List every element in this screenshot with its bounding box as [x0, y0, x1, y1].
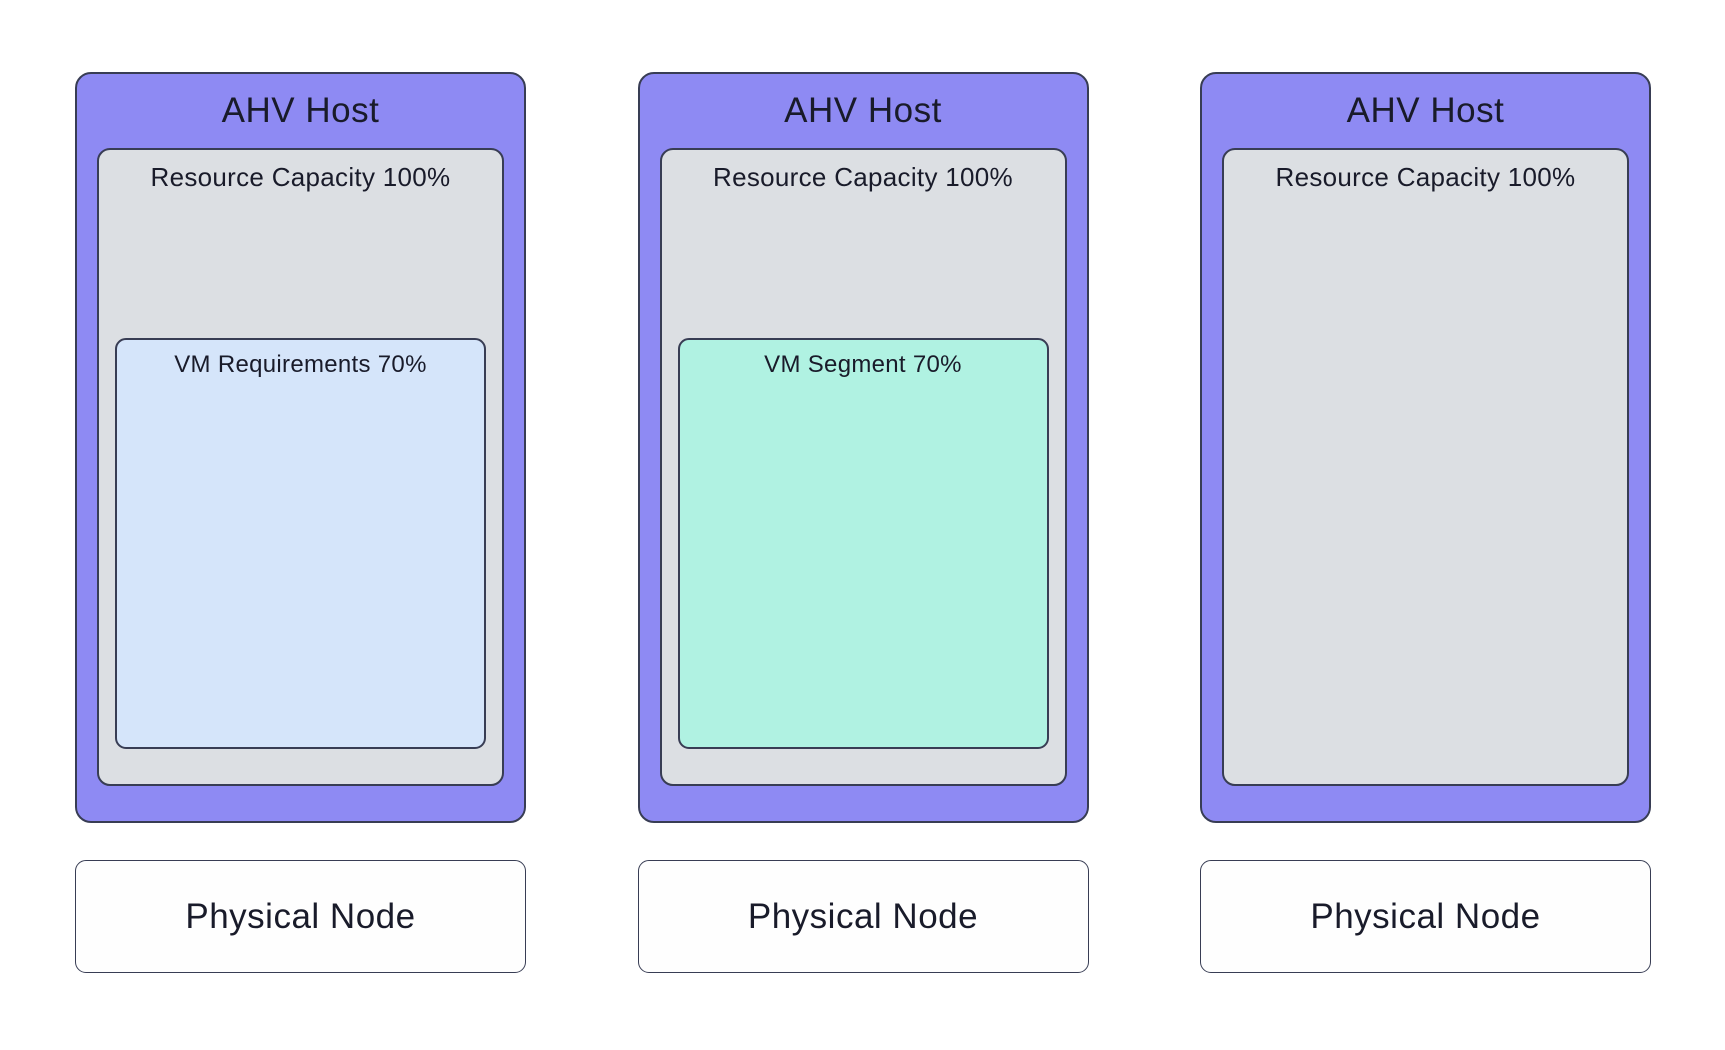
- physical-node-box: Physical Node: [637, 860, 1089, 973]
- physical-node-box: Physical Node: [1200, 860, 1651, 973]
- resource-capacity-label: Resource Capacity 100%: [713, 161, 1013, 192]
- resource-capacity-label: Resource Capacity 100%: [1275, 161, 1576, 192]
- resource-capacity-box: Resource Capacity 100% VM Requirements 7…: [97, 148, 504, 786]
- ahv-host-label: AHV Host: [784, 91, 942, 130]
- resource-capacity-box: Resource Capacity 100%: [1222, 148, 1629, 786]
- vm-requirements-box: VM Requirements 70%: [115, 338, 486, 749]
- host-column-1: AHV Host Resource Capacity 100% VM Requi…: [75, 72, 526, 973]
- host-column-3: AHV Host Resource Capacity 100% Physical…: [1200, 72, 1651, 973]
- ahv-host-label: AHV Host: [1346, 91, 1505, 130]
- ahv-host-box: AHV Host Resource Capacity 100% VM Segme…: [637, 72, 1089, 823]
- physical-node-box: Physical Node: [75, 860, 526, 973]
- resource-capacity-box: Resource Capacity 100% VM Segment 70%: [659, 148, 1067, 786]
- vm-segment-box: VM Segment 70%: [677, 338, 1049, 749]
- host-column-2: AHV Host Resource Capacity 100% VM Segme…: [637, 72, 1089, 973]
- host-row: AHV Host Resource Capacity 100% VM Requi…: [75, 72, 1651, 973]
- vm-requirements-label: VM Requirements 70%: [174, 351, 427, 378]
- physical-node-label: Physical Node: [1310, 896, 1541, 936]
- resource-capacity-label: Resource Capacity 100%: [150, 161, 451, 192]
- physical-node-label: Physical Node: [185, 896, 416, 936]
- ahv-host-box: AHV Host Resource Capacity 100%: [1200, 72, 1651, 823]
- physical-node-label: Physical Node: [747, 896, 979, 936]
- ahv-host-label: AHV Host: [221, 91, 380, 130]
- vm-segment-label: VM Segment 70%: [764, 351, 962, 378]
- ahv-host-box: AHV Host Resource Capacity 100% VM Requi…: [75, 72, 526, 823]
